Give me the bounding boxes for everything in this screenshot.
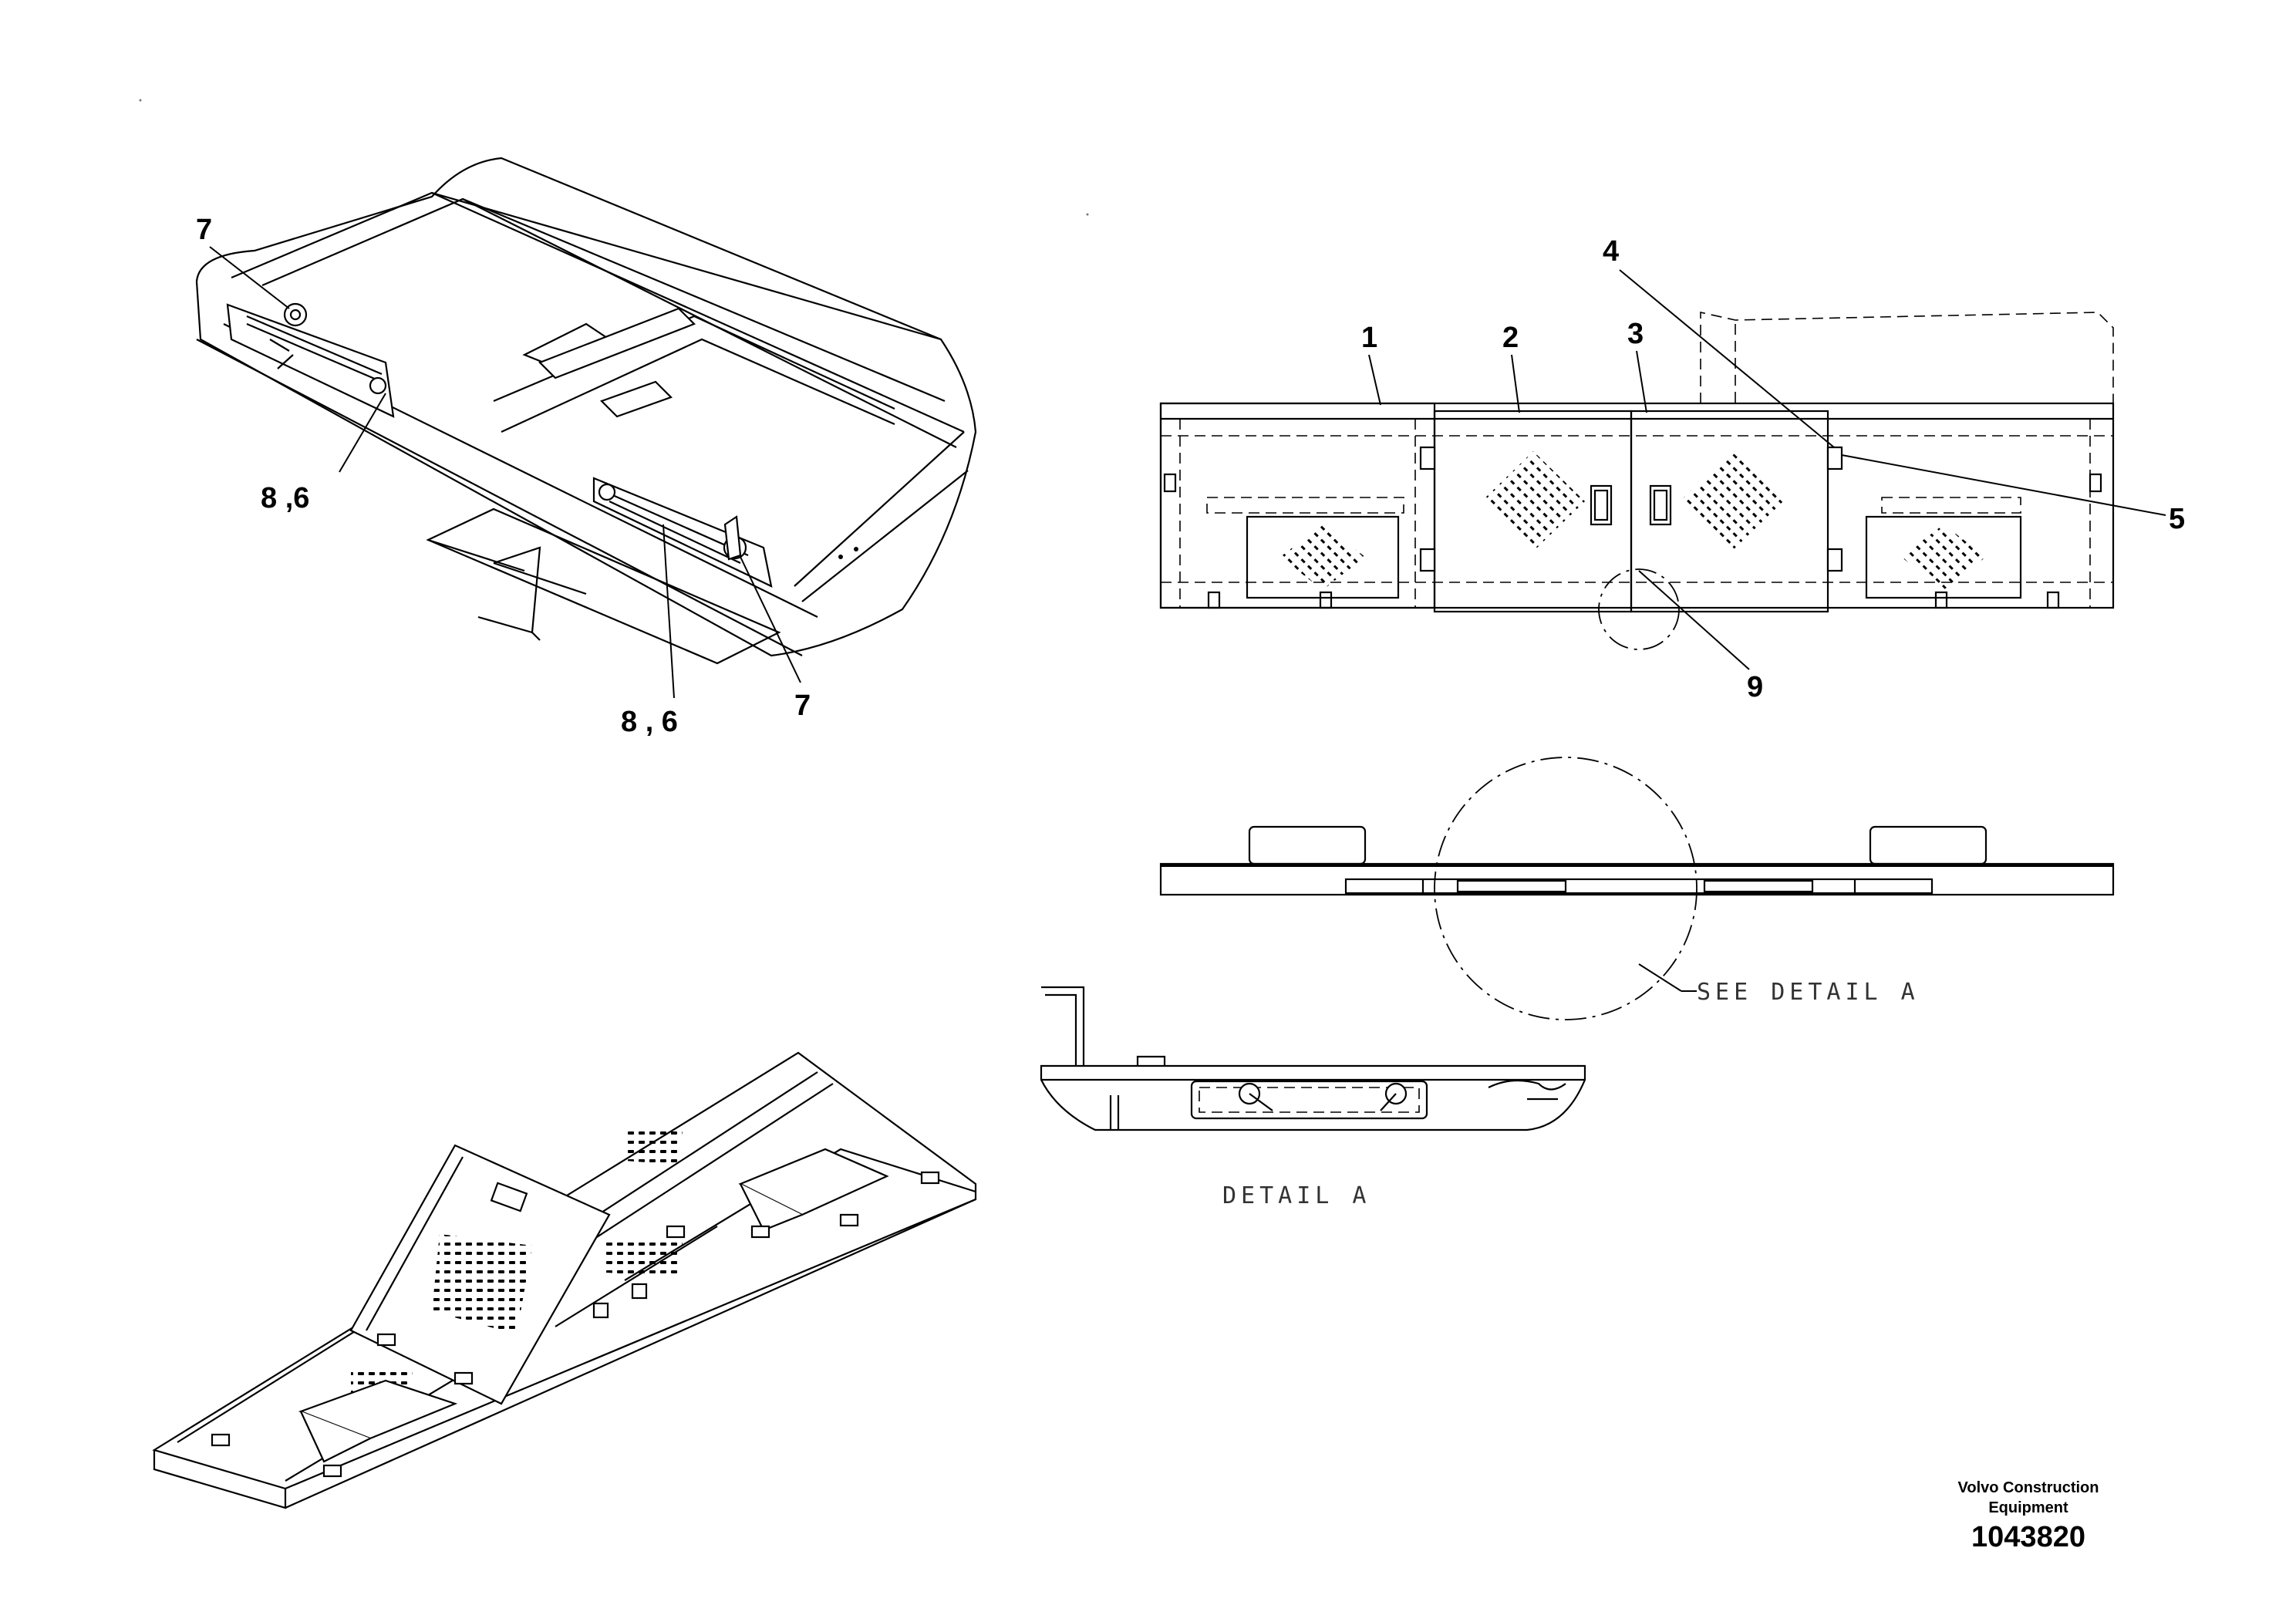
front-view xyxy=(1159,312,2115,650)
callout-1: 1 xyxy=(1361,322,1377,354)
see-detail-label: SEE DETAIL A xyxy=(1697,979,1920,1006)
assembly-isometric-view xyxy=(152,1051,977,1509)
detail-a-title: DETAIL A xyxy=(1222,1182,1371,1209)
callout-3: 3 xyxy=(1627,318,1644,350)
company-name: Volvo Construction Equipment xyxy=(1957,1479,2099,1516)
callout-4: 4 xyxy=(1603,235,1619,268)
callout-8-6-left: 8 ,6 xyxy=(261,482,309,514)
detail-a-view xyxy=(1040,986,1586,1131)
callout-7-top: 7 xyxy=(196,214,212,246)
callout-8-6-bottom: 8 , 6 xyxy=(621,706,678,738)
callout-9: 9 xyxy=(1747,671,1763,703)
part-number: 1043820 xyxy=(1971,1521,2085,1553)
isometric-detail-view xyxy=(195,157,977,665)
callout-2: 2 xyxy=(1502,322,1519,354)
callout-5: 5 xyxy=(2169,503,2185,535)
side-view xyxy=(1159,757,2115,1020)
callout-7-bottom: 7 xyxy=(794,690,811,722)
